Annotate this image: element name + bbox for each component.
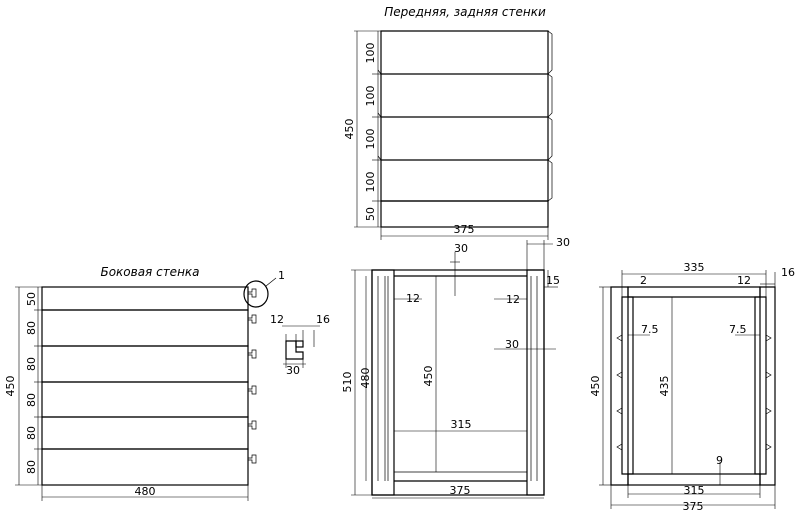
- front-back-wall-view: Передняя, задняя стенки: [343, 5, 553, 240]
- front-back-board-label: 100: [364, 86, 377, 107]
- front-back-board-label: 50: [364, 207, 377, 221]
- top-view-dimensions: 30 30 15 12 12 30 450 315 510 480 375: [341, 236, 570, 499]
- section-walls: [610, 286, 776, 486]
- top-dim-12-right: 12: [506, 293, 520, 306]
- front-back-board-label: 100: [364, 129, 377, 150]
- top-dim-510: 510: [341, 372, 354, 393]
- section-dim-335: 335: [684, 261, 705, 274]
- front-back-dimensions: 450 100 100 100 100 50 375: [343, 30, 549, 240]
- top-view-outline: [371, 269, 545, 496]
- side-board-label: 80: [25, 393, 38, 407]
- front-back-width-label: 375: [454, 223, 475, 236]
- top-dim-315: 315: [451, 418, 472, 431]
- side-board-label: 50: [25, 292, 38, 306]
- side-wall-view: Боковая стенка 1: [4, 265, 285, 501]
- section-dim-450: 450: [589, 376, 602, 397]
- top-dim-30-top: 30: [454, 242, 468, 255]
- top-view: 30 30 15 12 12 30 450 315 510 480 375: [341, 236, 570, 499]
- section-dimensions: 335 2 12 16 7.5 7.5 450 435 9 315 375: [589, 261, 795, 513]
- section-dim-375: 375: [683, 500, 704, 513]
- section-dim-2: 2: [640, 274, 647, 287]
- front-back-height-label: 450: [343, 119, 356, 140]
- side-wall-dimensions: 450 50 80 80 80 80 80 480: [4, 286, 249, 501]
- section-dim-7-5-left: 7.5: [641, 323, 659, 336]
- cross-section-view: 335 2 12 16 7.5 7.5 450 435 9 315 375: [589, 261, 795, 513]
- side-board-label: 80: [25, 321, 38, 335]
- joint-detail: 12 16 30: [270, 313, 330, 377]
- top-dim-30-right: 30: [556, 236, 570, 249]
- top-dim-480: 480: [359, 368, 372, 389]
- front-back-panel: [377, 30, 553, 228]
- detail-dim-16: 16: [316, 313, 330, 326]
- side-height-label: 450: [4, 376, 17, 397]
- side-wall-callout: 1: [243, 269, 285, 308]
- side-board-label: 80: [25, 357, 38, 371]
- side-wall-title: Боковая стенка: [100, 265, 199, 279]
- section-dim-435: 435: [658, 376, 671, 397]
- detail-dim-30: 30: [286, 364, 300, 377]
- top-dim-15: 15: [546, 274, 560, 287]
- side-board-label: 80: [25, 426, 38, 440]
- side-wall-panel: [41, 286, 257, 486]
- front-back-board-label: 100: [364, 43, 377, 64]
- section-dim-7-5-right: 7.5: [729, 323, 747, 336]
- top-dim-375: 375: [450, 484, 471, 497]
- front-back-board-label: 100: [364, 172, 377, 193]
- detail-dim-12: 12: [270, 313, 284, 326]
- top-dim-450: 450: [422, 366, 435, 387]
- top-dim-12-left: 12: [406, 292, 420, 305]
- section-dim-12: 12: [737, 274, 751, 287]
- section-dim-9: 9: [716, 454, 723, 467]
- front-back-title: Передняя, задняя стенки: [384, 5, 546, 19]
- side-board-label: 80: [25, 460, 38, 474]
- callout-number: 1: [278, 269, 285, 282]
- section-dim-16: 16: [781, 266, 795, 279]
- side-width-label: 480: [135, 485, 156, 498]
- top-dim-30-mid: 30: [505, 338, 519, 351]
- section-dim-315: 315: [684, 484, 705, 497]
